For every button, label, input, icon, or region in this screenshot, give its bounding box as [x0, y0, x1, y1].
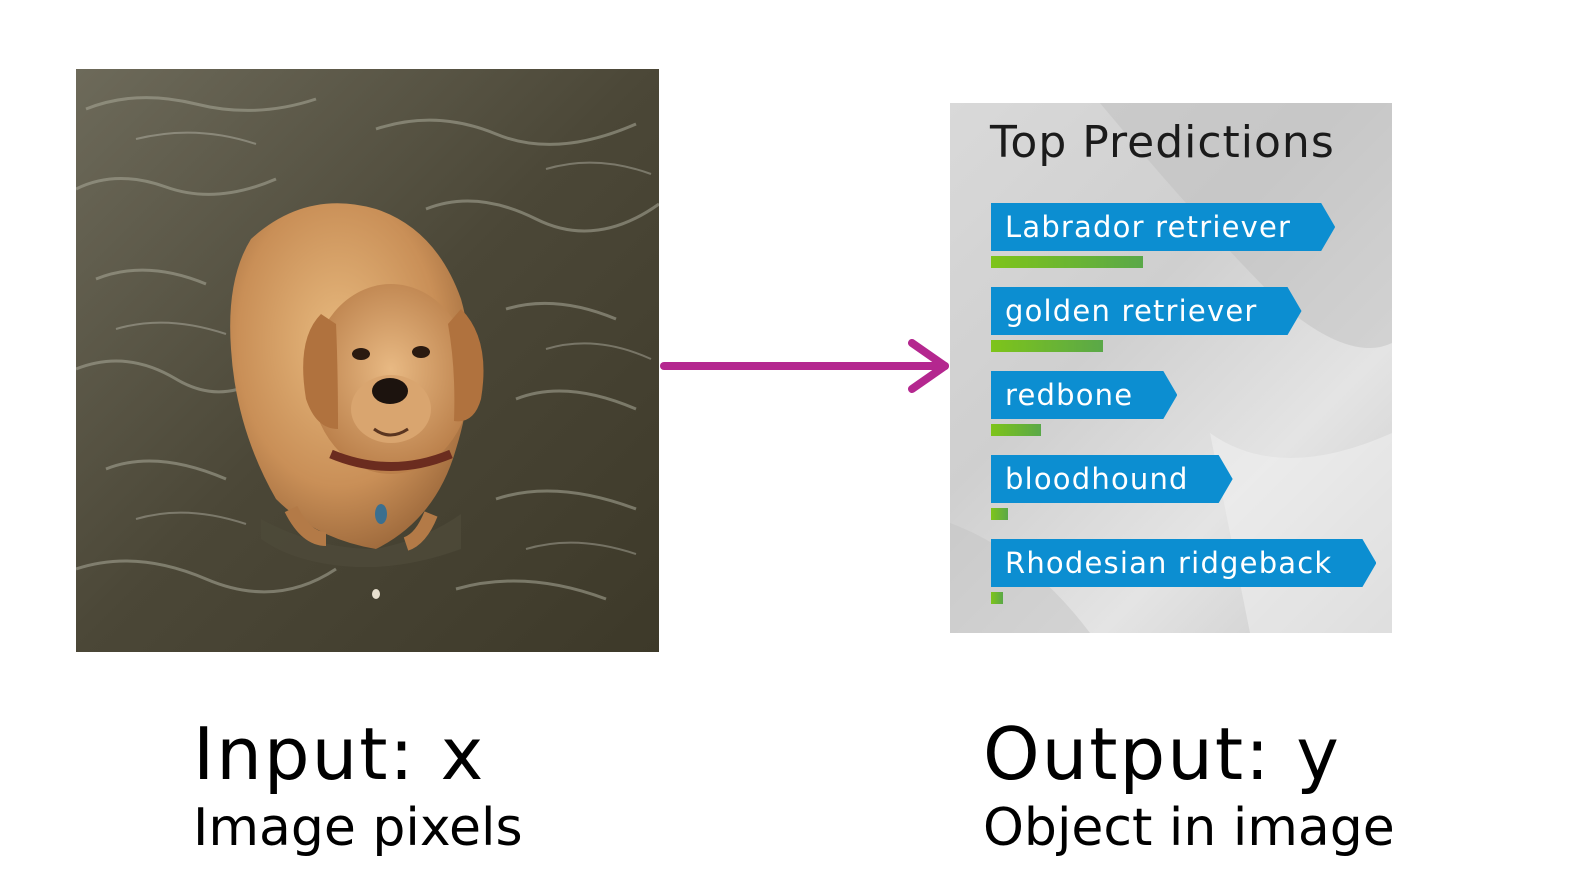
prediction-item: Rhodesian ridgeback [991, 539, 1391, 604]
prediction-score-bar [991, 424, 1041, 436]
output-subcaption: Object in image [983, 798, 1395, 858]
output-caption: Output: y [983, 712, 1341, 796]
prediction-score-bar [991, 256, 1143, 268]
prediction-label: Labrador retriever [991, 203, 1335, 251]
prediction-label: bloodhound [991, 455, 1233, 503]
input-caption: Input: x [193, 712, 486, 796]
prediction-score-bar [991, 340, 1103, 352]
prediction-item: bloodhound [991, 455, 1391, 520]
prediction-label: Rhodesian ridgeback [991, 539, 1376, 587]
prediction-item: redbone [991, 371, 1391, 436]
prediction-score-bar [991, 508, 1008, 520]
prediction-label: redbone [991, 371, 1177, 419]
input-dog-photo [76, 69, 659, 652]
flow-arrow-icon [660, 339, 949, 393]
prediction-item: golden retriever [991, 287, 1391, 352]
input-subcaption: Image pixels [193, 798, 523, 858]
prediction-label: golden retriever [991, 287, 1302, 335]
prediction-score-bar [991, 592, 1003, 604]
panel-title: Top Predictions [990, 117, 1335, 168]
prediction-item: Labrador retriever [991, 203, 1391, 268]
predictions-panel: Top Predictions Labrador retriever golde… [950, 103, 1392, 633]
